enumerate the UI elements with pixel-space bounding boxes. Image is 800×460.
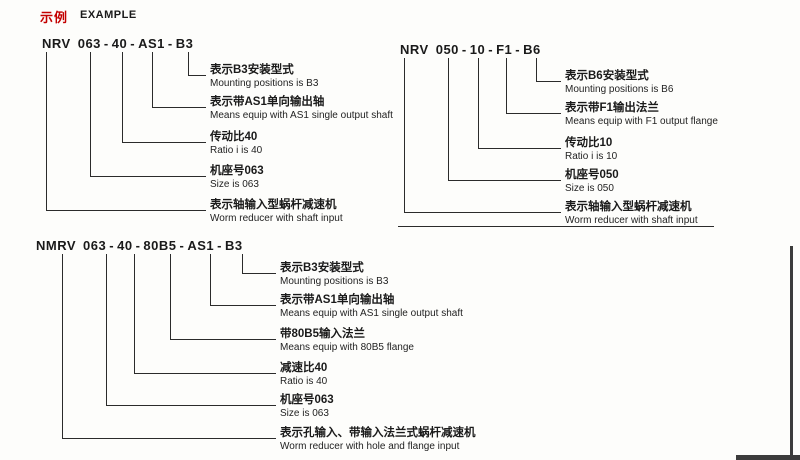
callout-output-shaft: 表示带AS1单向输出轴 Means equip with AS1 single … — [280, 294, 463, 320]
code-separator: - — [103, 36, 109, 51]
code-separator: - — [135, 238, 141, 253]
code-segment-series: NRV — [42, 36, 71, 51]
callout-en: Means equip with F1 output flange — [565, 116, 718, 127]
connector-line — [134, 254, 276, 374]
callout-ratio: 传动比40 Ratio i is 40 — [210, 131, 262, 157]
callout-cn: 表示轴输入型蜗杆减速机 — [565, 201, 692, 213]
callout-cn: 表示带AS1单向输出轴 — [210, 96, 325, 108]
callout-cn: 表示B6安装型式 — [565, 70, 649, 82]
callout-output-flange: 表示带F1输出法兰 Means equip with F1 output fla… — [565, 102, 718, 128]
connector-line — [404, 58, 561, 213]
callout-reducer-type: 表示轴输入型蜗杆减速机 Worm reducer with shaft inpu… — [210, 199, 343, 225]
callout-en: Ratio i is 40 — [210, 145, 263, 156]
page-edge-right — [790, 246, 793, 460]
callout-cn: 机座号063 — [210, 165, 264, 177]
callout-cn: 减速比40 — [280, 362, 328, 374]
callout-input-flange: 带80B5输入法兰 Means equip with 80B5 flange — [280, 328, 414, 354]
callout-size: 机座号063 Size is 063 — [280, 394, 334, 420]
callout-mounting: 表示B3安装型式 Mounting positions is B3 — [280, 262, 388, 288]
callout-en: Worm reducer with hole and flange input — [280, 441, 460, 452]
code-segment-shaft: AS1 — [187, 238, 215, 253]
callout-en: Ratio is 40 — [280, 376, 328, 387]
connector-line — [46, 52, 206, 211]
code-separator: - — [130, 36, 136, 51]
connector-line — [506, 58, 561, 114]
code-segment-series: NRV — [400, 42, 429, 57]
connector-line — [210, 254, 276, 306]
callout-ratio: 传动比10 Ratio i is 10 — [565, 137, 617, 163]
code-segment-mounting: B3 — [224, 238, 243, 253]
callout-output-shaft: 表示带AS1单向输出轴 Means equip with AS1 single … — [210, 96, 393, 122]
code-separator: - — [461, 42, 467, 57]
callout-cn: 表示轴输入型蜗杆减速机 — [210, 199, 337, 211]
code-segment-size: 050 — [435, 42, 459, 57]
code-separator: - — [488, 42, 494, 57]
callout-en: Means equip with AS1 single output shaft — [280, 308, 463, 319]
connector-line — [170, 254, 276, 340]
callout-en: Means equip with AS1 single output shaft — [210, 110, 393, 121]
callout-size: 机座号063 Size is 063 — [210, 165, 264, 191]
code-segment-ratio: 40 — [111, 36, 128, 51]
code-segment-mounting: B3 — [175, 36, 194, 51]
callout-en: Size is 050 — [565, 183, 614, 194]
callout-en: Ratio i is 10 — [565, 151, 618, 162]
callout-en: Worm reducer with shaft input — [210, 213, 343, 224]
connector-line — [448, 58, 561, 181]
code-segment-ratio: 40 — [117, 238, 133, 253]
page-edge-bottom — [736, 455, 800, 460]
code-segment-size: 063 — [83, 238, 107, 253]
callout-cn: 机座号050 — [565, 169, 619, 181]
callout-reducer-type: 表示轴输入型蜗杆减速机 Worm reducer with shaft inpu… — [565, 201, 698, 227]
callout-en: Mounting positions is B6 — [565, 84, 674, 95]
code-segment-size: 063 — [77, 36, 101, 51]
code-segment-shaft: AS1 — [138, 36, 165, 51]
callout-cn: 表示孔输入、带输入法兰式蜗杆减速机 — [280, 427, 476, 439]
callout-en: Size is 063 — [210, 179, 259, 190]
callout-cn: 带80B5输入法兰 — [280, 328, 365, 340]
callout-cn: 传动比40 — [210, 131, 258, 143]
code-separator: - — [217, 238, 222, 253]
callout-en: Size is 063 — [280, 408, 329, 419]
callout-cn: 表示带F1输出法兰 — [565, 102, 659, 114]
callout-cn: 表示B3安装型式 — [280, 262, 364, 274]
code-separator: - — [515, 42, 521, 57]
callout-en: Worm reducer with shaft input — [565, 215, 698, 226]
code-segment-mounting: B6 — [523, 42, 541, 57]
connector-line — [188, 52, 206, 76]
callout-cn: 机座号063 — [280, 394, 334, 406]
section-divider — [398, 226, 714, 227]
code-segment-series: NMRV — [36, 238, 77, 253]
model-code-nmrv-063: NMRV 063 - 40 - 80B5 - AS1 - B3 — [36, 238, 243, 253]
code-separator: - — [179, 238, 185, 253]
model-code-nrv-063: NRV 063 - 40 - AS1 - B3 — [42, 36, 193, 51]
connector-line — [536, 58, 561, 82]
connector-line — [62, 254, 276, 439]
callout-cn: 表示B3安装型式 — [210, 64, 294, 76]
callout-mounting: 表示B6安装型式 Mounting positions is B6 — [565, 70, 673, 96]
connector-line — [478, 58, 561, 149]
connector-line — [90, 52, 206, 177]
page-title-en: EXAMPLE — [80, 9, 137, 21]
code-segment-flange: F1 — [496, 42, 513, 57]
page-title-cn: 示例 — [40, 10, 69, 25]
connector-line — [152, 52, 206, 108]
code-separator: - — [167, 36, 173, 51]
code-separator: - — [109, 238, 115, 253]
code-segment-input-flange: 80B5 — [143, 238, 177, 253]
callout-size: 机座号050 Size is 050 — [565, 169, 619, 195]
callout-en: Means equip with 80B5 flange — [280, 342, 414, 353]
callout-reducer-type: 表示孔输入、带输入法兰式蜗杆减速机 Worm reducer with hole… — [280, 427, 476, 453]
connector-line — [122, 52, 206, 143]
model-code-nrv-050: NRV 050 - 10 - F1 - B6 — [400, 42, 541, 57]
connector-line — [242, 254, 276, 274]
callout-cn: 表示带AS1单向输出轴 — [280, 294, 395, 306]
code-segment-ratio: 10 — [469, 42, 486, 57]
callout-ratio: 减速比40 Ratio is 40 — [280, 362, 327, 388]
callout-en: Mounting positions is B3 — [280, 276, 389, 287]
connector-line — [106, 254, 276, 406]
callout-cn: 传动比10 — [565, 137, 613, 149]
callout-en: Mounting positions is B3 — [210, 78, 319, 89]
callout-mounting: 表示B3安装型式 Mounting positions is B3 — [210, 64, 318, 90]
